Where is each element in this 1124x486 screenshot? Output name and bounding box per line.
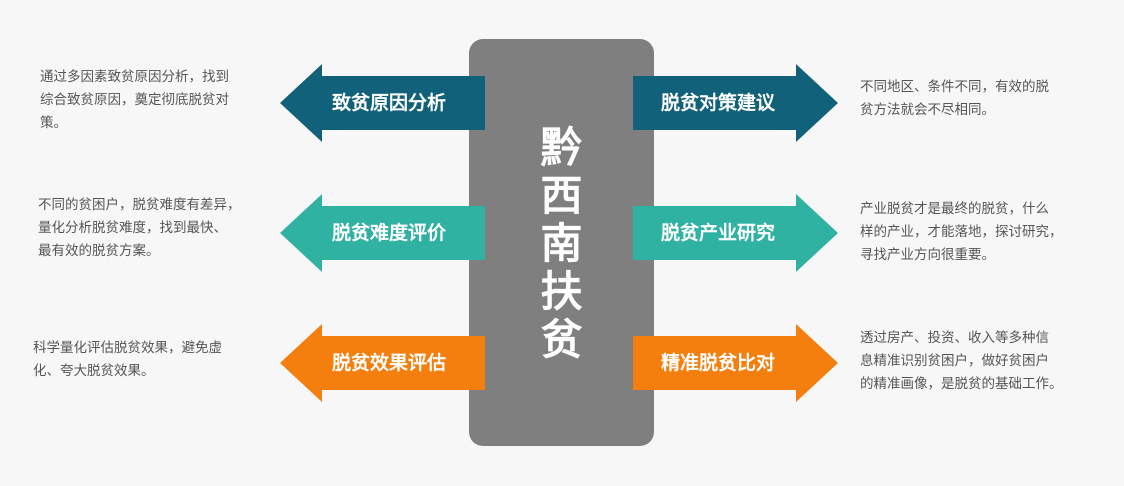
arrow-right-1: 脱贫对策建议 <box>633 64 838 142</box>
arrow-right-3: 精准脱贫比对 <box>633 324 838 402</box>
desc-left-2: 不同的贫困户，脱贫难度有差异， 量化分析脱贫难度，找到最快、 最有效的脱贫方案。 <box>38 197 241 259</box>
arrow-left-1-shape <box>280 64 485 142</box>
arrow-right-2: 脱贫产业研究 <box>633 194 838 272</box>
arrow-left-3: 脱贫效果评估 <box>280 324 485 402</box>
arrow-right-3-label: 精准脱贫比对 <box>661 352 776 374</box>
arrow-left-2: 脱贫难度评价 <box>280 194 485 272</box>
arrow-right-1-shape <box>633 64 838 142</box>
desc-left-3: 科学量化评估脱贫效果，避免虚 化、夸大脱贫效果。 <box>33 340 222 379</box>
arrow-right-2-shape <box>633 194 838 272</box>
center-pillar <box>469 39 654 446</box>
arrow-left-3-shape <box>280 324 485 402</box>
center-title: 黔 西 南 扶 贫 <box>540 123 583 364</box>
arrow-left-2-shape <box>280 194 485 272</box>
arrow-left-3-label: 脱贫效果评估 <box>332 352 447 374</box>
arrow-right-2-label: 脱贫产业研究 <box>661 222 776 244</box>
arrow-right-1-label: 脱贫对策建议 <box>661 92 776 114</box>
desc-right-3: 透过房产、投资、收入等多种信 息精准识别贫困户，做好贫困户 的精准画像，是脱贫的… <box>860 330 1063 392</box>
desc-left-1: 通过多因素致贫原因分析，找到 综合致贫原因，奠定彻底脱贫对 策。 <box>40 69 229 131</box>
desc-right-1: 不同地区、条件不同，有效的脱 贫方法就会不尽相同。 <box>860 79 1049 118</box>
arrow-left-2-label: 脱贫难度评价 <box>332 222 447 244</box>
arrow-left-1-label: 致贫原因分析 <box>332 92 447 114</box>
desc-right-2: 产业脱贫才是最终的脱贫，什么 样的产业，才能落地，探讨研究， 寻找产业方向很重要… <box>860 201 1063 263</box>
arrow-left-1: 致贫原因分析 <box>280 64 485 142</box>
arrow-right-3-shape <box>633 324 838 402</box>
